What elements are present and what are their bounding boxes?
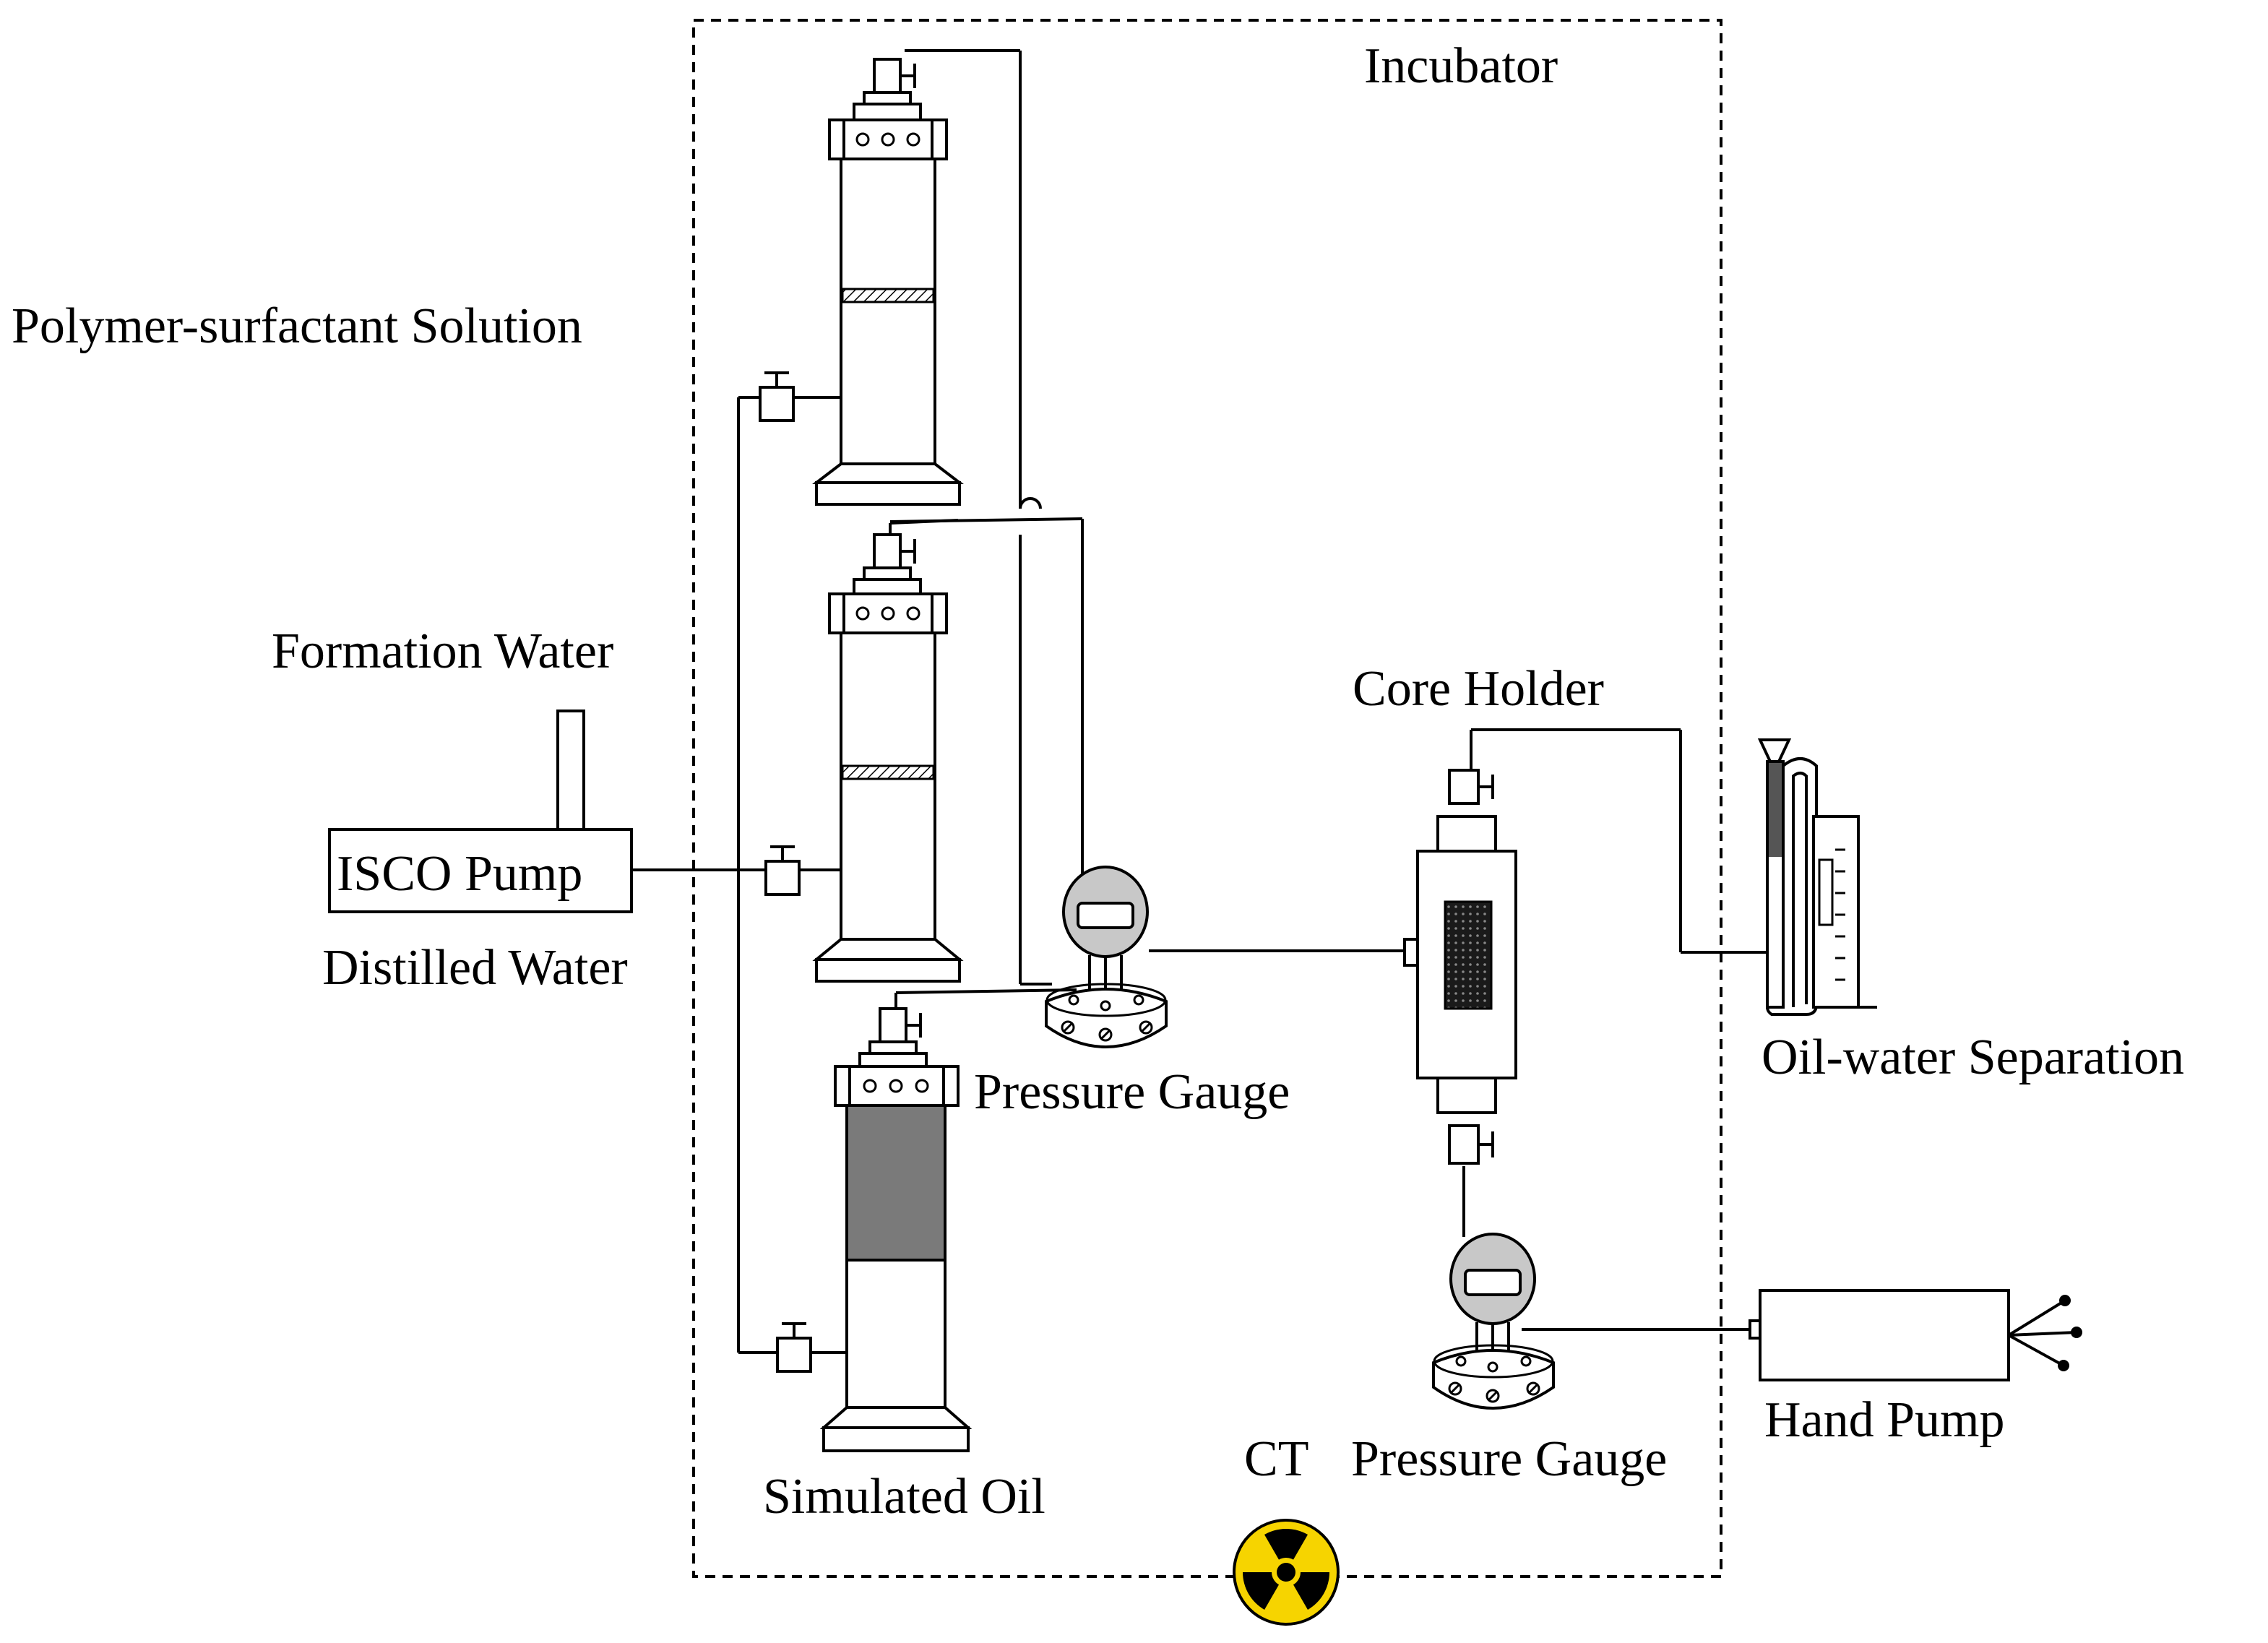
cylinder-polymer-surfactant [812,58,964,506]
valve-left-middle [764,845,801,896]
ct-label: CT [1244,1431,1308,1487]
pressure-gauge-1-label: Pressure Gauge [974,1064,1290,1120]
radiation-icon [1233,1519,1340,1626]
polymer-surfactant-solution-label: Polymer-surfactant Solution [12,298,582,354]
incubator-label: Incubator [1364,38,1558,94]
oil-water-separation-label: Oil-water Separation [1762,1030,2184,1085]
simulated-oil-label: Simulated Oil [763,1469,1045,1525]
valve-left-bottom [776,1322,812,1373]
piping [631,49,1766,1354]
isco-pump: ISCO Pump [328,710,633,913]
core-holder-label: Core Holder [1353,661,1604,717]
distilled-water-label: Distilled Water [322,940,628,996]
incubator-boundary [692,19,1722,1578]
isco-pump-label: ISCO Pump [337,846,582,902]
pressure-gauge-2-label: Pressure Gauge [1351,1431,1667,1487]
pressure-gauge-1 [1045,866,1168,1048]
cylinder-simulated-oil [819,1007,973,1452]
oil-water-separator [1757,738,1877,1016]
hand-pump [1749,1289,2082,1381]
pressure-gauge-2 [1432,1233,1555,1410]
cylinder-formation-water [812,533,964,983]
formation-water-label: Formation Water [272,624,613,679]
hand-pump-label: Hand Pump [1764,1392,2005,1448]
valve-left-top [759,371,795,422]
core-holder [1403,769,1517,1165]
